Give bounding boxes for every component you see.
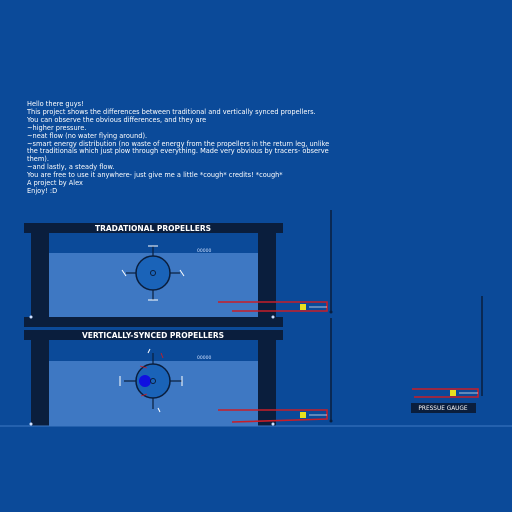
propeller-drive-marker <box>139 375 151 387</box>
intro-line: This project shows the differences betwe… <box>27 107 316 116</box>
tank-title: TRADATIONAL PROPELLERS <box>95 224 211 233</box>
tracer-dot <box>29 315 33 319</box>
column-base <box>329 419 333 423</box>
column-base <box>329 310 333 314</box>
outlet-pipe <box>218 409 328 423</box>
pipe-outline <box>218 409 328 423</box>
pressure-indicator <box>300 304 306 310</box>
tank-traditional: TRADATIONAL PROPELLERS 00000 <box>24 210 333 317</box>
intro-line: ~neat flow (no water flying around). <box>27 131 148 140</box>
propeller-hub <box>135 255 171 291</box>
intro-line: ~and lastly, a steady flow. <box>27 163 115 172</box>
intro-line: You are free to use it anywhere- just gi… <box>27 171 283 180</box>
tank-divider <box>24 317 283 327</box>
tracer-trail <box>139 365 148 369</box>
tank-left-wall <box>31 233 49 317</box>
tank-title-bar <box>24 223 283 233</box>
pressure-indicator <box>300 412 306 418</box>
blade-tip <box>147 348 151 354</box>
propeller-axle <box>150 378 156 384</box>
gauge-indicator <box>450 390 456 396</box>
tank-right-wall <box>258 233 276 317</box>
intro-line: them). <box>27 155 49 164</box>
tracer-trail <box>140 393 148 397</box>
tracer-dot <box>271 422 275 426</box>
pipe-outline <box>218 301 328 312</box>
outlet-pipe <box>218 301 328 312</box>
tracer-dot <box>271 315 275 319</box>
gauge-label-bar <box>411 403 476 413</box>
intro-line: ~higher pressure. <box>27 123 87 132</box>
gauge-label: PRESSUE GAUGE <box>418 406 467 412</box>
propeller-axle <box>150 270 156 276</box>
intro-line: Hello there guys! <box>27 100 84 108</box>
tank-vertically-synced: VERTICALLY-SYNCED PROPELLERS 00000 <box>24 318 333 426</box>
tank-title: VERTICALLY-SYNCED PROPELLERS <box>82 331 224 340</box>
pressure-gauge: PRESSUE GAUGE <box>411 296 483 413</box>
tank-right-wall <box>258 340 276 426</box>
blade-tip <box>179 269 185 277</box>
intro-text: Hello there guys! This project shows the… <box>27 100 330 196</box>
intro-line: A project by Alex <box>27 179 83 188</box>
tracer-trail <box>160 352 164 359</box>
tracer-dot <box>29 422 33 426</box>
propeller-traditional[interactable] <box>121 245 185 301</box>
intro-line: ~smart energy distribution (no waste of … <box>27 139 330 148</box>
intro-line: the traditionals which just plow through… <box>27 147 329 156</box>
flow-counter: 00000 <box>197 248 211 254</box>
blade-tip <box>121 269 127 277</box>
intro-line: Enjoy! :D <box>27 186 58 195</box>
intro-line: You can observe the obvious differences,… <box>27 115 207 124</box>
tank-left-wall <box>31 340 49 426</box>
tank-title-bar <box>24 330 283 340</box>
blade-tip <box>157 407 161 413</box>
flow-counter: 00000 <box>197 355 211 361</box>
propeller-vertically-synced[interactable] <box>119 348 183 413</box>
